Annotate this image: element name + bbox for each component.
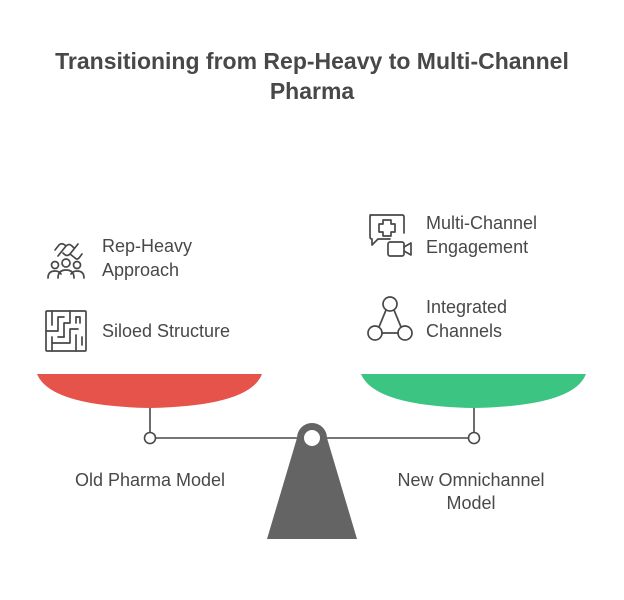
right-pan xyxy=(361,374,586,408)
item-rep-heavy-approach: Rep-Heavy Approach xyxy=(42,234,192,282)
item-multi-channel-engagement: Multi-Channel Engagement xyxy=(366,211,537,259)
item-integrated-channels: Integrated Channels xyxy=(366,295,507,343)
diagram-title: Transitioning from Rep-Heavy to Multi-Ch… xyxy=(0,46,624,106)
title-line-2: Pharma xyxy=(269,78,355,104)
item-label: Multi-Channel Engagement xyxy=(426,213,538,257)
item-label: Siloed Structure xyxy=(102,321,231,341)
maze-icon xyxy=(45,310,87,352)
item-siloed-structure: Siloed Structure xyxy=(42,307,230,355)
fulcrum-pivot xyxy=(304,430,320,446)
telemedicine-icon xyxy=(369,214,412,257)
right-pivot xyxy=(467,431,481,445)
left-pivot xyxy=(143,431,157,445)
item-label: Rep-Heavy Approach xyxy=(102,236,193,280)
fulcrum xyxy=(267,423,357,539)
old-pharma-model-label: Old Pharma Model xyxy=(74,470,226,490)
left-pan xyxy=(37,374,262,408)
title-line-1: Transitioning from Rep-Heavy to Multi-Ch… xyxy=(55,48,569,74)
new-omnichannel-model-label: New Omnichannel Model xyxy=(397,470,545,513)
network-triangle-icon xyxy=(367,296,413,341)
item-label: Integrated Channels xyxy=(426,297,508,341)
handshake-people-icon xyxy=(47,242,85,279)
